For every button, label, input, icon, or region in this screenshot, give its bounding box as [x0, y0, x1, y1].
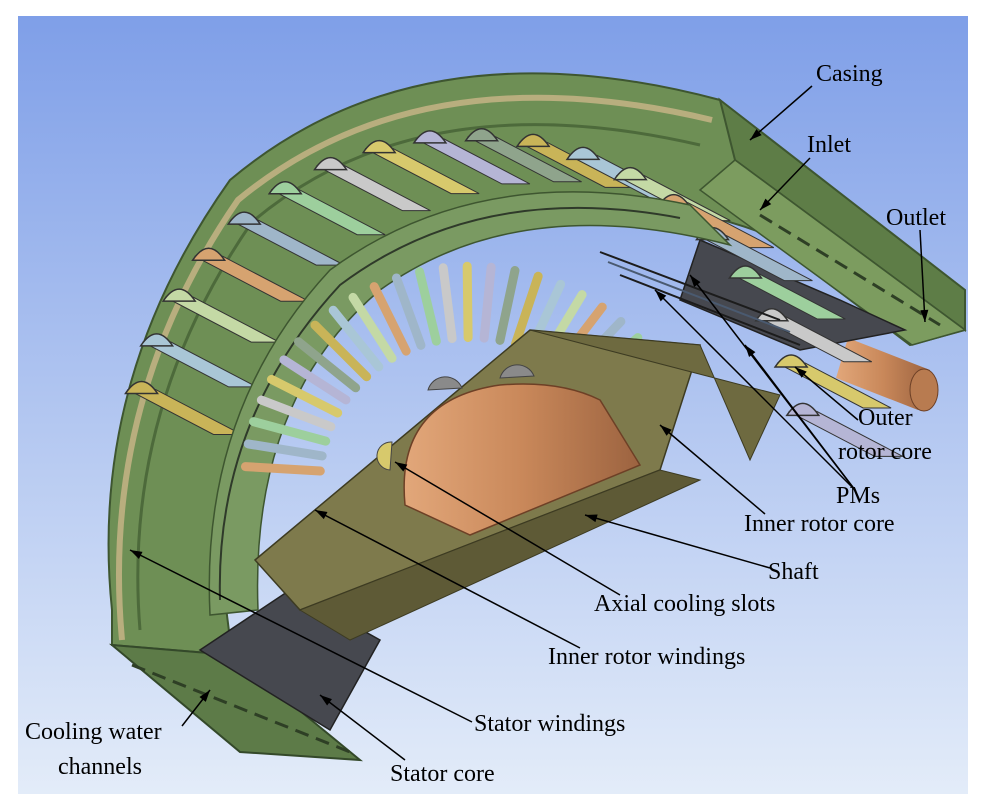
label-stator-windings: Stator windings [474, 711, 626, 737]
stator-winding-bar [754, 308, 873, 363]
inner-winding-slot [266, 374, 343, 418]
stator-winding-bar [226, 211, 345, 266]
label-pms: PMs [836, 483, 881, 509]
label-inner-rotor-windings: Inner rotor windings [548, 644, 746, 670]
stator-winding-bar [139, 333, 257, 388]
arrowhead-outer-rotor [795, 367, 807, 378]
inner-winding-slot [240, 462, 325, 476]
stator-winding-bar [313, 156, 431, 212]
label-axial-cooling-slots: Axial cooling slots [594, 591, 776, 617]
stator-winding-bar [727, 265, 846, 320]
stator-winding-bar [361, 139, 480, 195]
shaft [403, 383, 642, 536]
stator-winding-bar [191, 247, 309, 302]
arrowhead-stator-core [320, 695, 332, 706]
inner-winding-slot [279, 355, 351, 405]
inner-winding-slot [462, 261, 473, 343]
stator-winding-bar [124, 380, 242, 435]
inner-winding-slot [249, 417, 331, 446]
inner-winding-slot [348, 292, 397, 363]
arrowhead-casing [750, 129, 762, 140]
label-shaft: Shaft [768, 559, 819, 585]
label-inner-rotor-core: Inner rotor core [744, 511, 895, 537]
stator-winding-bar [515, 133, 634, 188]
stator-winding-bar [267, 180, 386, 236]
inner-winding-slot [243, 439, 327, 461]
inner-winding-slot [369, 282, 411, 356]
leader-line-pms-3 [744, 344, 856, 491]
arrowhead-outlet [920, 309, 929, 322]
arrowhead-pms-2 [655, 290, 667, 302]
inner-winding-slot [438, 263, 457, 344]
inner-winding-slot [415, 267, 441, 346]
stator-windings [124, 128, 904, 457]
inner-winding-slot [256, 395, 336, 432]
arrowhead-pms-1 [690, 275, 701, 287]
label-casing: Casing [816, 61, 883, 87]
label-inlet: Inlet [807, 132, 851, 158]
leader-lines [129, 85, 929, 761]
leader-line-outer-rotor [794, 366, 859, 421]
arrowhead-inner-rotor-core [660, 425, 672, 436]
label-outer-rotor-line1: Outer [858, 405, 913, 431]
arrowhead-axial-cooling-slots [395, 462, 408, 472]
label-cooling-line2: channels [58, 754, 142, 780]
inner-winding-slot [479, 262, 496, 343]
arrowhead-pms-3 [745, 345, 756, 357]
stator-winding-bar [785, 402, 904, 457]
leader-line-inner-rotor-windings [314, 509, 581, 649]
arrowhead-inlet [760, 198, 772, 210]
leader-line-inner-rotor-core [659, 424, 766, 515]
leader-line-axial-cooling-slots [394, 461, 621, 596]
arrowhead-shaft [585, 514, 598, 523]
label-cooling-line1: Cooling water [25, 719, 162, 745]
stator-winding-bar [773, 354, 892, 409]
leader-line-inlet [759, 157, 811, 211]
cooling-water-channels [108, 213, 941, 762]
leader-line-stator-core [319, 694, 406, 761]
inner-winding-slot [510, 271, 543, 349]
label-outer-rotor-line2: rotor core [838, 439, 932, 465]
arrowhead-cooling-channels [199, 690, 210, 702]
leader-line-shaft [584, 514, 771, 569]
inner-winding-slot [328, 305, 384, 372]
permanent-magnets [599, 251, 801, 346]
leader-line-stator-windings [129, 549, 473, 723]
label-outlet: Outlet [886, 205, 946, 231]
leader-line-casing [749, 85, 813, 141]
label-stator-core: Stator core [390, 761, 495, 787]
leader-line-pms-2 [654, 289, 856, 491]
stator-winding-bar [412, 130, 531, 185]
inner-winding-slot [310, 320, 372, 382]
axial-cooling-slots [376, 364, 535, 471]
arrowhead-inner-rotor-windings [315, 510, 328, 520]
inner-winding-slot [495, 266, 520, 345]
leader-line-outlet [919, 229, 926, 323]
inner-winding-slot [391, 273, 426, 350]
inner-winding-slot [293, 337, 361, 393]
stator-winding-bar [464, 128, 582, 183]
arrowhead-stator-windings [130, 550, 143, 559]
